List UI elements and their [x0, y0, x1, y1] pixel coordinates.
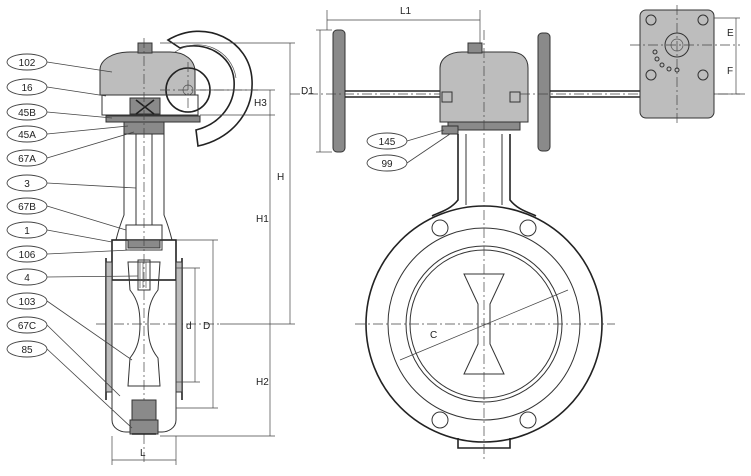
part-label-67c: 67C	[6, 316, 121, 397]
part-label-145: 145	[366, 129, 445, 150]
dimension-d-outer: D	[203, 321, 210, 332]
svg-text:85: 85	[21, 345, 33, 356]
dimension-c: C	[430, 330, 437, 341]
left-dimensions: H3 H H1 H2 D d L	[111, 42, 295, 465]
part-label-106: 106	[6, 245, 131, 263]
part-label-45b: 45B	[6, 103, 113, 121]
dimension-d1: D1	[301, 86, 314, 97]
dimension-f: F	[727, 66, 733, 77]
part-label-67b: 67B	[6, 197, 127, 231]
part-label-45a: 45A	[6, 125, 129, 143]
part-label-102: 102	[6, 53, 113, 73]
svg-text:145: 145	[379, 137, 396, 148]
part-label-85: 85	[6, 340, 133, 429]
part-labels: 102 16 45B 45A 67A 3	[6, 53, 139, 429]
svg-text:4: 4	[24, 273, 30, 284]
dimension-d-inner: d	[186, 321, 192, 332]
gear-segment-marks	[652, 49, 680, 73]
svg-text:16: 16	[21, 83, 33, 94]
front-dimensions: L1 D1 145 99	[301, 6, 481, 172]
dimension-h1: H1	[256, 214, 269, 225]
part-label-103: 103	[6, 292, 133, 361]
part-label-1: 1	[6, 221, 113, 243]
front-view: C	[290, 29, 615, 460]
side-view: E F	[520, 5, 745, 152]
dimension-h3: H3	[254, 98, 267, 109]
svg-text:67C: 67C	[18, 321, 36, 332]
dimension-l: L	[140, 448, 146, 459]
svg-text:106: 106	[19, 250, 36, 261]
svg-text:67A: 67A	[18, 154, 36, 165]
part-label-99: 99	[366, 133, 451, 172]
svg-text:103: 103	[19, 297, 36, 308]
part-label-3: 3	[6, 174, 137, 192]
gearbox-body	[99, 51, 196, 96]
part-label-16: 16	[6, 78, 107, 97]
dimension-h2: H2	[256, 377, 269, 388]
svg-text:102: 102	[19, 58, 36, 69]
section-view	[96, 30, 258, 465]
dimension-h: H	[277, 172, 284, 183]
svg-text:45B: 45B	[18, 108, 36, 119]
svg-text:1: 1	[24, 226, 30, 237]
svg-text:99: 99	[381, 159, 393, 170]
svg-text:3: 3	[24, 179, 30, 190]
svg-text:45A: 45A	[18, 130, 36, 141]
svg-text:67B: 67B	[18, 202, 36, 213]
dimension-l1: L1	[400, 6, 412, 17]
dimension-e: E	[727, 28, 734, 39]
part-label-4: 4	[6, 268, 139, 286]
part-label-67a: 67A	[6, 131, 135, 167]
